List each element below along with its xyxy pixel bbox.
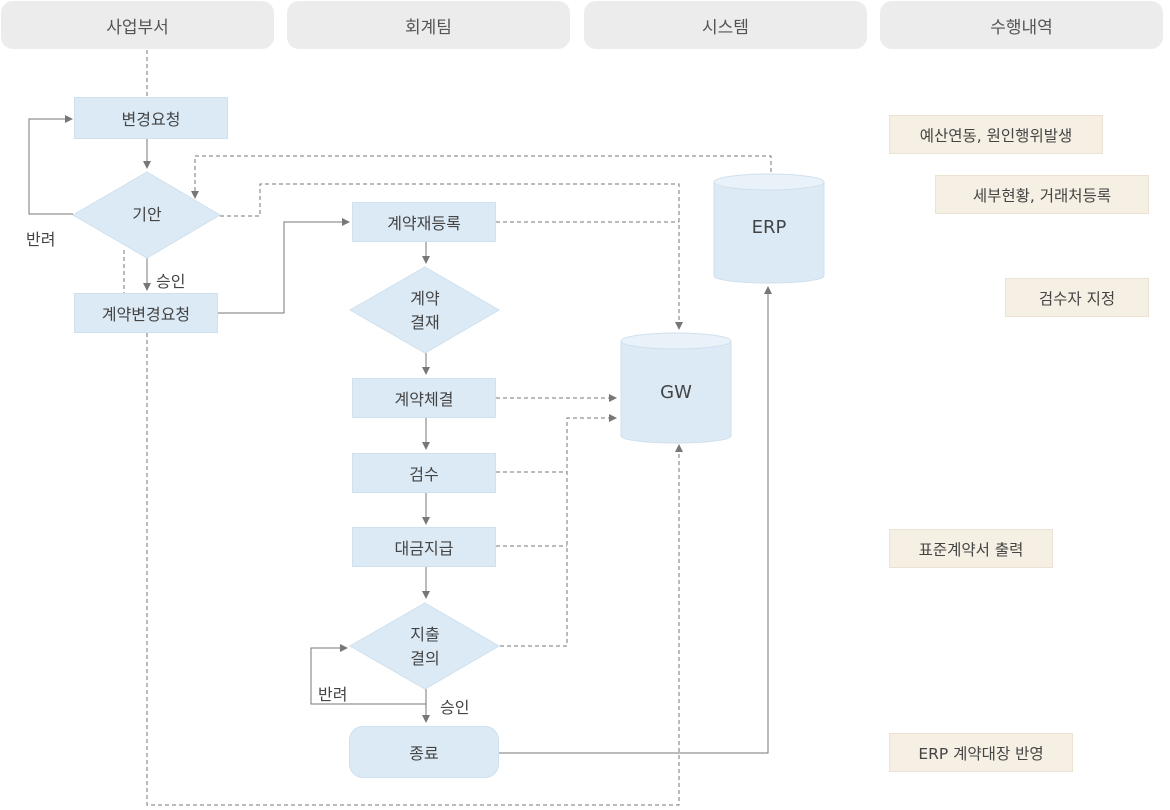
connector-draft-reject-loop bbox=[28, 115, 73, 215]
payment-node[interactable]: 대금지급 bbox=[352, 527, 496, 567]
contract-change-request-node[interactable]: 계약변경요청 bbox=[74, 293, 218, 333]
expense-resolution-label: 지출 결의 bbox=[385, 623, 465, 671]
connector-expense-to-gw bbox=[500, 414, 617, 647]
connector-contract-change-to-gw bbox=[146, 333, 683, 806]
approve-label-2: 승인 bbox=[440, 698, 470, 717]
contract-approval-label: 계약 결재 bbox=[385, 287, 465, 335]
erp-label: ERP bbox=[751, 217, 787, 238]
draft-decision-shape[interactable] bbox=[72, 171, 221, 259]
lane-header-system: 시스템 bbox=[584, 1, 867, 49]
expense-resolution-label-line1: 지출 bbox=[410, 625, 440, 644]
expense-resolution-label-line2: 결의 bbox=[410, 649, 440, 668]
connector-draft-to-gw bbox=[220, 183, 683, 330]
connector-contract-change-to-reregister bbox=[218, 218, 350, 314]
change-request-node[interactable]: 변경요청 bbox=[74, 97, 228, 139]
erp-database-shape[interactable] bbox=[713, 173, 825, 284]
gw-database-shape[interactable] bbox=[620, 332, 732, 444]
end-node[interactable]: 종료 bbox=[349, 726, 499, 778]
reject-label-1: 반려 bbox=[26, 230, 56, 249]
draft-decision-label: 기안 bbox=[132, 205, 162, 224]
expense-resolution-shape[interactable] bbox=[348, 602, 500, 690]
note-budget-link: 예산연동, 원인행위발생 bbox=[889, 115, 1103, 154]
approve-label-1: 승인 bbox=[156, 272, 186, 291]
contract-approval-label-line2: 결재 bbox=[410, 313, 440, 332]
gw-label: GW bbox=[660, 382, 692, 403]
contract-signing-node[interactable]: 계약체결 bbox=[352, 378, 496, 418]
note-erp-ledger-reflect: ERP 계약대장 반영 bbox=[889, 733, 1073, 772]
note-detail-status: 세부현황, 거래처등록 bbox=[935, 175, 1149, 214]
lane-header-business-dept: 사업부서 bbox=[1, 1, 274, 49]
connector-end-to-erp bbox=[499, 286, 772, 754]
lane-header-tasks: 수행내역 bbox=[880, 1, 1163, 49]
contract-reregister-node[interactable]: 계약재등록 bbox=[352, 202, 496, 242]
note-standard-contract-print: 표준계약서 출력 bbox=[889, 529, 1053, 568]
inspection-node[interactable]: 검수 bbox=[352, 453, 496, 493]
contract-approval-label-line1: 계약 bbox=[410, 289, 440, 308]
note-inspector-assign: 검수자 지정 bbox=[1005, 278, 1149, 317]
contract-approval-shape[interactable] bbox=[348, 266, 500, 354]
connector-erp-to-draft bbox=[191, 155, 772, 199]
lane-header-accounting-team: 회계팀 bbox=[287, 1, 570, 49]
reject-label-2: 반려 bbox=[318, 685, 348, 704]
